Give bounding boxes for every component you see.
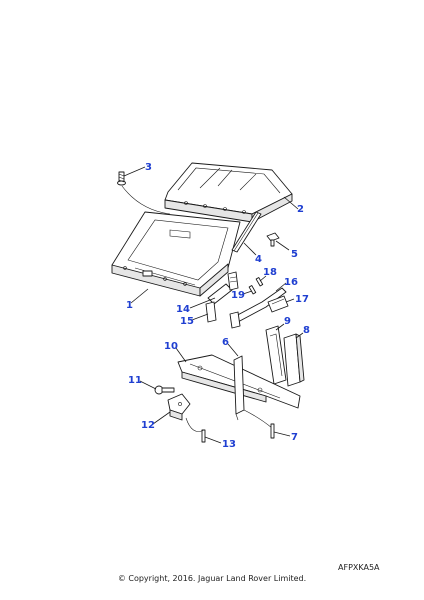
callout-1: 1 [126,300,133,311]
part-19-screw [248,285,257,295]
callout-6: 6 [222,337,229,348]
callout-18: 18 [263,267,277,278]
part-7-pin [270,423,275,439]
copyright-notice: © Copyright, 2016. Jaguar Land Rover Lim… [117,574,307,583]
part-9-bracket [265,325,287,385]
callout-15: 15 [180,316,194,327]
callout-16: 16 [284,277,298,288]
part-17-bracket [267,295,289,313]
callout-13: 13 [222,439,236,450]
part-5-fastener [266,232,280,247]
callout-5: 5 [291,249,298,260]
part-4-seal-strip [231,211,262,253]
callout-14: 14 [176,304,190,315]
part-14-latch [207,271,239,305]
callout-12: 12 [141,420,155,431]
part-8-post [283,333,305,387]
part-6-vertical-post [233,355,273,429]
callout-7: 7 [291,432,298,443]
part-2-upper-panel [164,162,293,223]
callout-17: 17 [295,294,309,305]
callout-19: 19 [231,290,245,301]
callout-10: 10 [164,341,178,352]
part-13-screw [185,417,206,443]
part-1-main-panel [111,211,241,297]
callout-4: 4 [255,254,262,265]
callout-11: 11 [128,375,142,386]
part-3-screw [117,171,171,215]
reference-code: AFPXKA5A [338,563,380,572]
leader-lines [123,166,304,444]
callout-8: 8 [303,325,310,336]
part-16-hinge-bracket [229,287,287,329]
part-12-mounting-block [167,393,191,421]
callouts: 1 2 3 4 5 6 7 8 9 10 11 12 13 14 15 16 1… [126,162,310,450]
part-18-screw [255,277,264,287]
part-11-bolt [154,385,175,395]
callout-3: 3 [145,162,152,173]
part-15-clip [205,301,217,323]
callout-9: 9 [284,316,291,327]
callout-2: 2 [297,204,304,215]
